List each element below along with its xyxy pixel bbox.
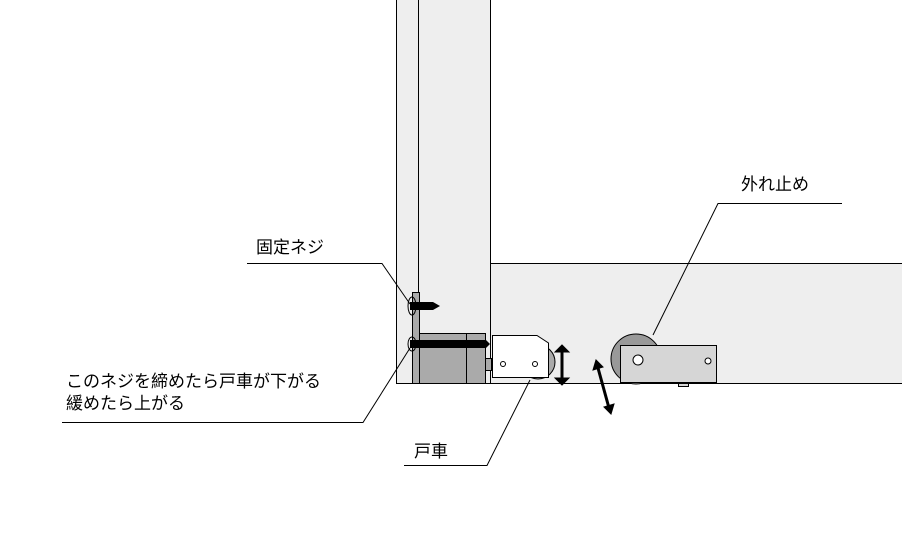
leader-anti-derail: [652, 203, 842, 336]
arrow-head-icon: [603, 403, 615, 415]
label-adjust-line2: 緩めたら上がる: [66, 394, 185, 414]
housing-tab: [485, 358, 492, 371]
screws: [407, 296, 490, 352]
anti-derail-tab: [678, 383, 689, 387]
plate-hole: [500, 361, 506, 367]
door-frame: [396, 0, 902, 384]
arrow-head-icon: [592, 359, 604, 371]
plate-hole: [632, 354, 644, 366]
tilt-arrow: [596, 367, 611, 409]
arrow-head-icon: [553, 344, 571, 353]
roller-plate: [492, 335, 549, 378]
label-roller: 戸車: [414, 442, 448, 462]
arrow-head-icon: [553, 377, 571, 386]
screw-head-mark: [407, 296, 417, 316]
plate-hole: [704, 357, 712, 365]
leader-fixing-screw: [247, 263, 411, 305]
leader-adjust-screw: [62, 347, 411, 423]
label-adjust-line1: このネジを締めたら戸車が下がる: [66, 372, 321, 392]
label-anti-derail: 外れ止め: [741, 175, 809, 195]
plate-hole: [532, 361, 538, 367]
vertical-stile: [396, 0, 491, 384]
adjust-screw: [410, 340, 490, 348]
leader-lines: [62, 203, 842, 466]
leader-roller: [404, 379, 531, 466]
arrows: [553, 344, 615, 415]
right-roller-assembly: [610, 333, 717, 387]
fixing-screw: [410, 302, 440, 310]
label-fixing-screw: 固定ネジ: [256, 238, 324, 258]
screw-head-mark: [407, 336, 417, 352]
